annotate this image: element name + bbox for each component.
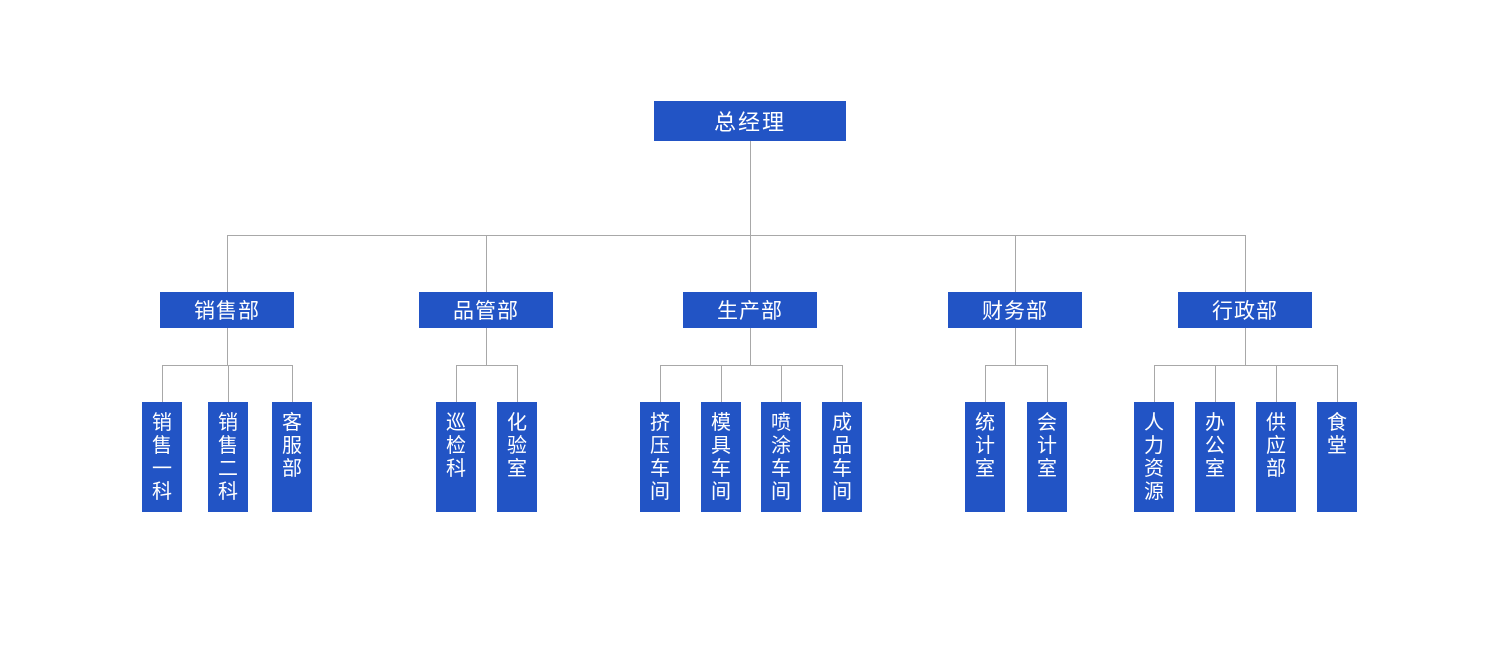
org-node-human-resources[interactable]: 人力资源 [1134,402,1174,512]
org-node-label: 总经理 [713,110,786,135]
org-node-accounting-room[interactable]: 会计室 [1027,402,1067,512]
connector-production-child-stub [660,365,661,402]
connector-production-child-stub [842,365,843,402]
connector-admin-child-stub [1337,365,1338,402]
connector-admin-bar [1154,365,1337,366]
org-node-finance-dept[interactable]: 财务部 [948,292,1082,328]
connector-root-trunk [750,141,751,235]
org-node-canteen[interactable]: 食堂 [1317,402,1357,512]
connector-finance-bar [985,365,1047,366]
org-node-label: 食堂 [1327,412,1347,457]
connector-production-child-stub [781,365,782,402]
org-node-customer-service[interactable]: 客服部 [272,402,312,512]
connector-level1-bar [227,235,1245,236]
org-node-label: 挤压车间 [650,412,670,503]
connector-admin-child-stub [1154,365,1155,402]
connector-quality-child-stub [456,365,457,402]
org-node-label: 巡检科 [446,412,466,480]
org-node-label: 品管部 [453,300,519,323]
connector-finance-stub [1015,328,1016,365]
org-node-label: 行政部 [1212,300,1278,323]
org-node-sales-section-1[interactable]: 销售一科 [142,402,182,512]
connector-quality-child-stub [517,365,518,402]
org-node-general-manager[interactable]: 总经理 [654,101,846,141]
connector-production-bar [660,365,842,366]
org-node-supply-dept[interactable]: 供应部 [1256,402,1296,512]
org-node-label: 生产部 [717,300,783,323]
connector-finance-child-stub [1047,365,1048,402]
org-node-label: 销售二科 [218,412,238,503]
org-node-admin-dept[interactable]: 行政部 [1178,292,1312,328]
connector-production-child-stub [721,365,722,402]
connector-quality-stub [486,328,487,365]
org-node-extrusion-workshop[interactable]: 挤压车间 [640,402,680,512]
org-node-label: 财务部 [982,300,1048,323]
org-node-production-dept[interactable]: 生产部 [683,292,817,328]
connector-admin-child-stub [1276,365,1277,402]
org-node-label: 销售一科 [152,412,172,503]
org-node-quality-dept[interactable]: 品管部 [419,292,553,328]
connector-sales-child-stub [292,365,293,402]
org-node-label: 统计室 [975,412,995,480]
connector-quality-bar [456,365,517,366]
org-node-sales-dept[interactable]: 销售部 [160,292,294,328]
org-node-label: 成品车间 [832,412,852,503]
org-node-label: 会计室 [1037,412,1057,480]
org-node-inspection-section[interactable]: 巡检科 [436,402,476,512]
connector-production-stub [750,328,751,365]
connector-sales-child-stub [228,365,229,402]
org-node-label: 供应部 [1266,412,1286,480]
org-node-office[interactable]: 办公室 [1195,402,1235,512]
org-node-label: 人力资源 [1144,412,1164,503]
connector-sales-bar [162,365,292,366]
connector-finance-child-stub [985,365,986,402]
connector-admin-child-stub [1215,365,1216,402]
connector-drop-production [750,235,751,292]
org-node-label: 模具车间 [711,412,731,503]
connector-drop-finance [1015,235,1016,292]
connector-sales-stub [227,328,228,365]
org-node-label: 销售部 [194,300,260,323]
org-node-mold-workshop[interactable]: 模具车间 [701,402,741,512]
org-node-label: 办公室 [1205,412,1225,480]
connector-drop-quality [486,235,487,292]
org-node-label: 化验室 [507,412,527,480]
connector-drop-sales [227,235,228,292]
org-node-lab-room[interactable]: 化验室 [497,402,537,512]
org-node-label: 喷涂车间 [771,412,791,503]
org-node-sales-section-2[interactable]: 销售二科 [208,402,248,512]
org-node-label: 客服部 [282,412,302,480]
connector-drop-admin [1245,235,1246,292]
org-node-statistics-room[interactable]: 统计室 [965,402,1005,512]
org-node-spraying-workshop[interactable]: 喷涂车间 [761,402,801,512]
connector-sales-child-stub [162,365,163,402]
org-node-finished-product-workshop[interactable]: 成品车间 [822,402,862,512]
connector-admin-stub [1245,328,1246,365]
